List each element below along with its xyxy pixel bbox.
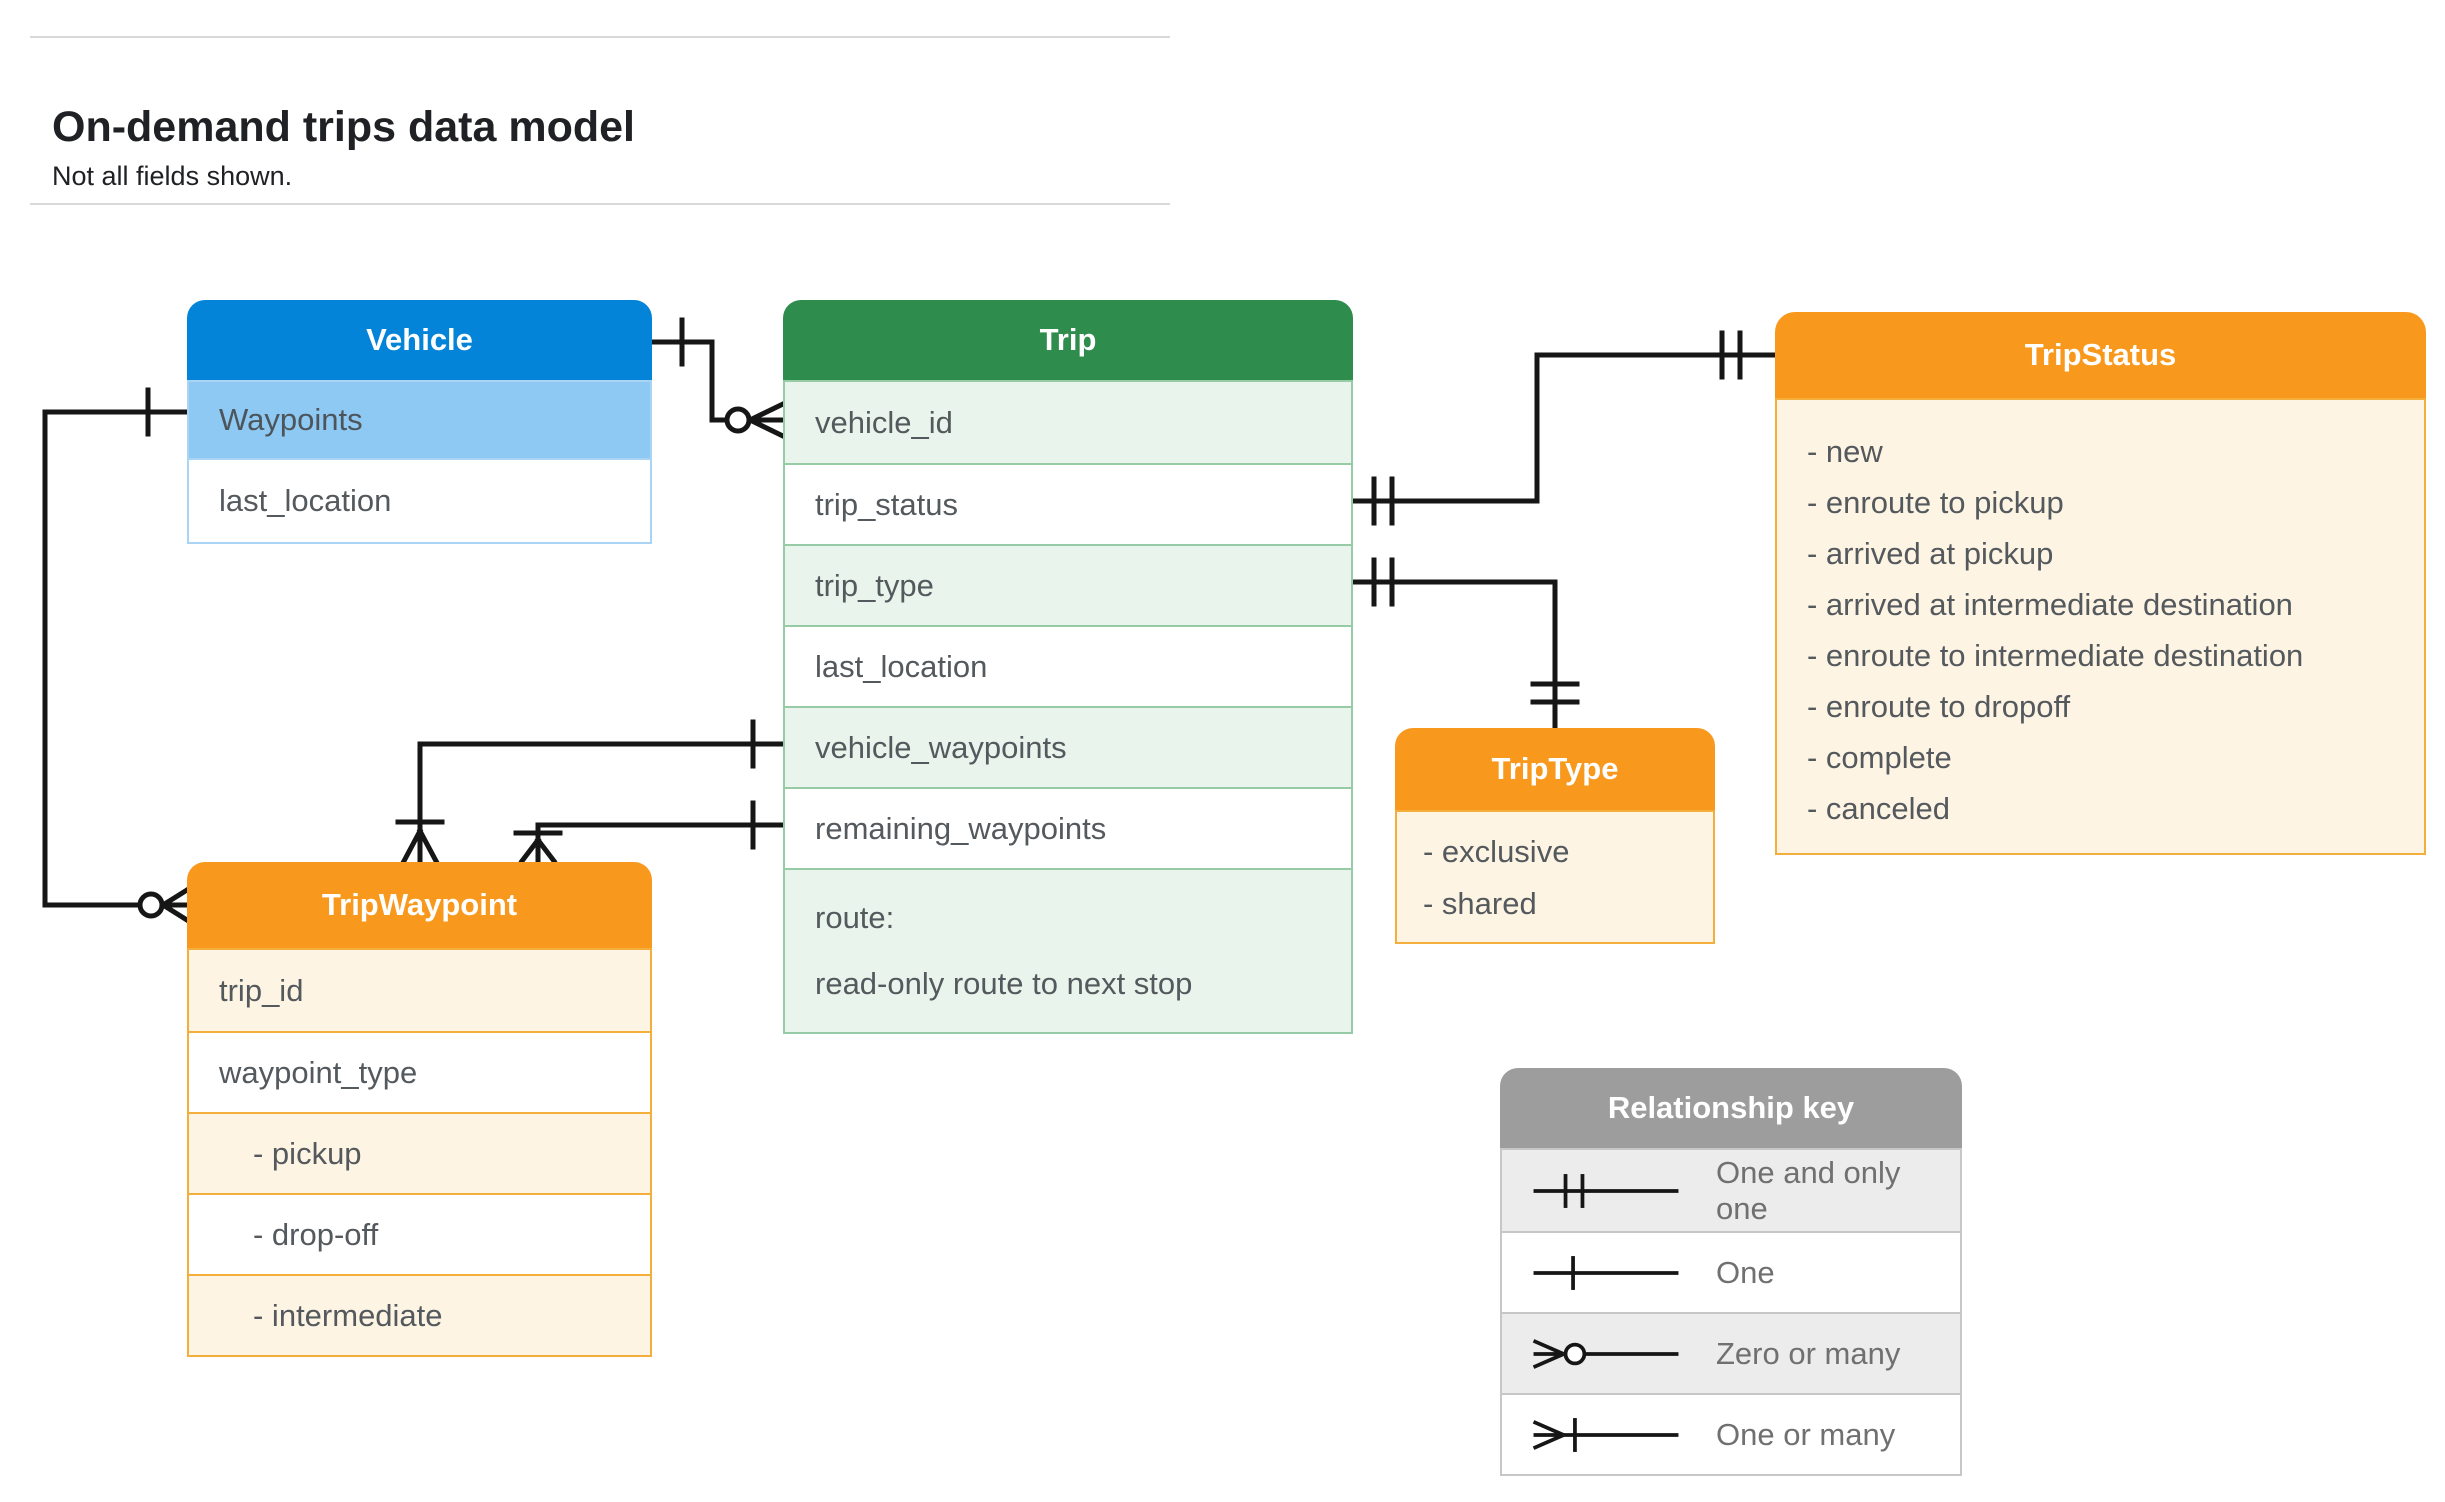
enum-value-enroute-to-pickup: - enroute to pickup	[1807, 485, 2064, 520]
connector-remaining-waypoints-to-tripwaypoint	[513, 800, 786, 865]
entity-tripwaypoint-header: TripWaypoint	[187, 862, 652, 948]
entity-triptype: TripType - exclusive - shared	[1395, 728, 1715, 944]
legend-row-one-and-only-one: One and only one	[1502, 1150, 1960, 1231]
field-vehicle-id: vehicle_id	[785, 382, 1351, 463]
field-trip-last-location: last_location	[785, 625, 1351, 706]
enum-value-drop-off: - drop-off	[189, 1193, 650, 1274]
enum-value-enroute-to-dropoff: - enroute to dropoff	[1807, 689, 2071, 724]
enum-value-canceled: - canceled	[1807, 791, 1951, 826]
enum-value-shared: - shared	[1423, 886, 1537, 921]
field-trip-status: trip_status	[785, 463, 1351, 544]
enum-value-complete: - complete	[1807, 740, 1952, 775]
field-vehicle-last-location: last_location	[189, 458, 650, 542]
crow-foot-icon	[159, 886, 191, 924]
enum-value-arrived-at-intermediate-destination: - arrived at intermediate destination	[1807, 587, 2293, 622]
entity-tripstatus: TripStatus - new - enroute to pickup - a…	[1775, 312, 2426, 855]
connector-vehicle-waypoints-to-tripwaypoint	[42, 387, 191, 924]
enum-value-arrived-at-pickup: - arrived at pickup	[1807, 536, 2054, 571]
one-and-only-one-icon	[1533, 1173, 1679, 1208]
field-waypoint-type: waypoint_type	[189, 1031, 650, 1112]
one-or-many-icon	[1532, 1417, 1679, 1452]
enum-value-exclusive: - exclusive	[1423, 834, 1570, 869]
crow-foot-icon	[400, 827, 440, 865]
crow-foot-icon	[746, 400, 787, 440]
entity-tripwaypoint: TripWaypoint trip_id waypoint_type - pic…	[187, 862, 652, 1357]
legend-row-zero-or-many: Zero or many	[1502, 1312, 1960, 1393]
route-description: read-only route to next stop	[815, 966, 1193, 1001]
field-trip-id: trip_id	[189, 950, 650, 1031]
legend-label: Zero or many	[1716, 1335, 1901, 1371]
page-subtitle: Not all fields shown.	[52, 161, 293, 191]
connector-trip-status-to-tripstatus	[1350, 330, 1778, 526]
entity-vehicle: Vehicle Waypoints last_location	[187, 300, 652, 544]
divider-bottom	[30, 203, 1170, 205]
legend-row-one: One	[1502, 1231, 1960, 1312]
entity-trip: Trip vehicle_id trip_status trip_type la…	[783, 300, 1353, 1034]
enum-value-new: - new	[1807, 434, 1883, 469]
entity-vehicle-header: Vehicle	[187, 300, 652, 380]
field-trip-type: trip_type	[785, 544, 1351, 625]
enum-value-enroute-to-intermediate-destination: - enroute to intermediate destination	[1807, 638, 2304, 673]
field-remaining-waypoints: remaining_waypoints	[785, 787, 1351, 868]
zero-circle-icon	[724, 406, 752, 434]
crow-foot-icon	[518, 836, 558, 865]
enum-value-intermediate: - intermediate	[189, 1274, 650, 1355]
enum-value-pickup: - pickup	[189, 1112, 650, 1193]
relationship-key-header: Relationship key	[1500, 1068, 1962, 1148]
entity-trip-header: Trip	[783, 300, 1353, 380]
legend-label: One or many	[1716, 1416, 1896, 1452]
connector-vehicle-to-trip	[649, 317, 787, 440]
field-route: route: read-only route to next stop	[785, 868, 1351, 1032]
zero-or-many-icon	[1532, 1338, 1679, 1369]
one-icon	[1533, 1255, 1679, 1290]
legend-row-one-or-many: One or many	[1502, 1393, 1960, 1474]
connector-vehicle-waypoints-field-to-tripwaypoint	[395, 719, 786, 865]
divider-top	[30, 36, 1170, 38]
connector-trip-type-to-triptype	[1350, 557, 1580, 729]
legend-label: One	[1716, 1254, 1775, 1290]
entity-triptype-header: TripType	[1395, 728, 1715, 810]
field-waypoints: Waypoints	[189, 382, 650, 458]
zero-circle-icon	[137, 891, 165, 919]
entity-tripstatus-header: TripStatus	[1775, 312, 2426, 398]
field-vehicle-waypoints: vehicle_waypoints	[785, 706, 1351, 787]
relationship-key: Relationship key One and only one One	[1500, 1068, 1962, 1476]
route-label: route:	[815, 900, 895, 935]
page-title: On-demand trips data model	[52, 102, 635, 151]
legend-label: One and only one	[1716, 1154, 1901, 1226]
